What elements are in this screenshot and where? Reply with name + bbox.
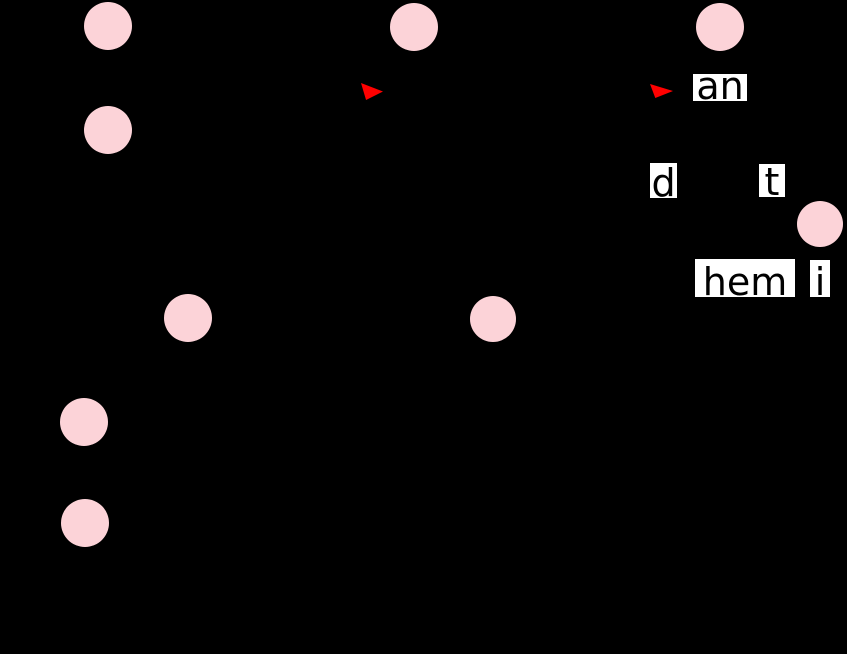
tree-node — [696, 3, 744, 51]
edge-label-d: d — [650, 163, 677, 202]
tree-node — [797, 201, 843, 247]
edge-label-text: t — [764, 160, 780, 204]
tree-node — [84, 106, 132, 154]
edge-label-text: d — [651, 161, 676, 205]
edge-label-t: t — [759, 163, 785, 201]
edge-label-text: i — [814, 260, 826, 304]
arrowhead-icon — [361, 83, 383, 100]
tree-node — [84, 2, 132, 50]
edge-label-hem: hem — [695, 259, 795, 301]
edge-label-an: an — [693, 67, 747, 105]
edge-label-i: i — [810, 260, 830, 301]
tree-node — [60, 398, 108, 446]
edge-label-text: hem — [702, 260, 788, 304]
tree-node — [164, 294, 212, 342]
tree-node — [61, 499, 109, 547]
tree-node — [390, 3, 438, 51]
edge-label-text: an — [696, 64, 744, 108]
tree-node — [470, 296, 516, 342]
arrowhead-icon — [650, 84, 673, 98]
